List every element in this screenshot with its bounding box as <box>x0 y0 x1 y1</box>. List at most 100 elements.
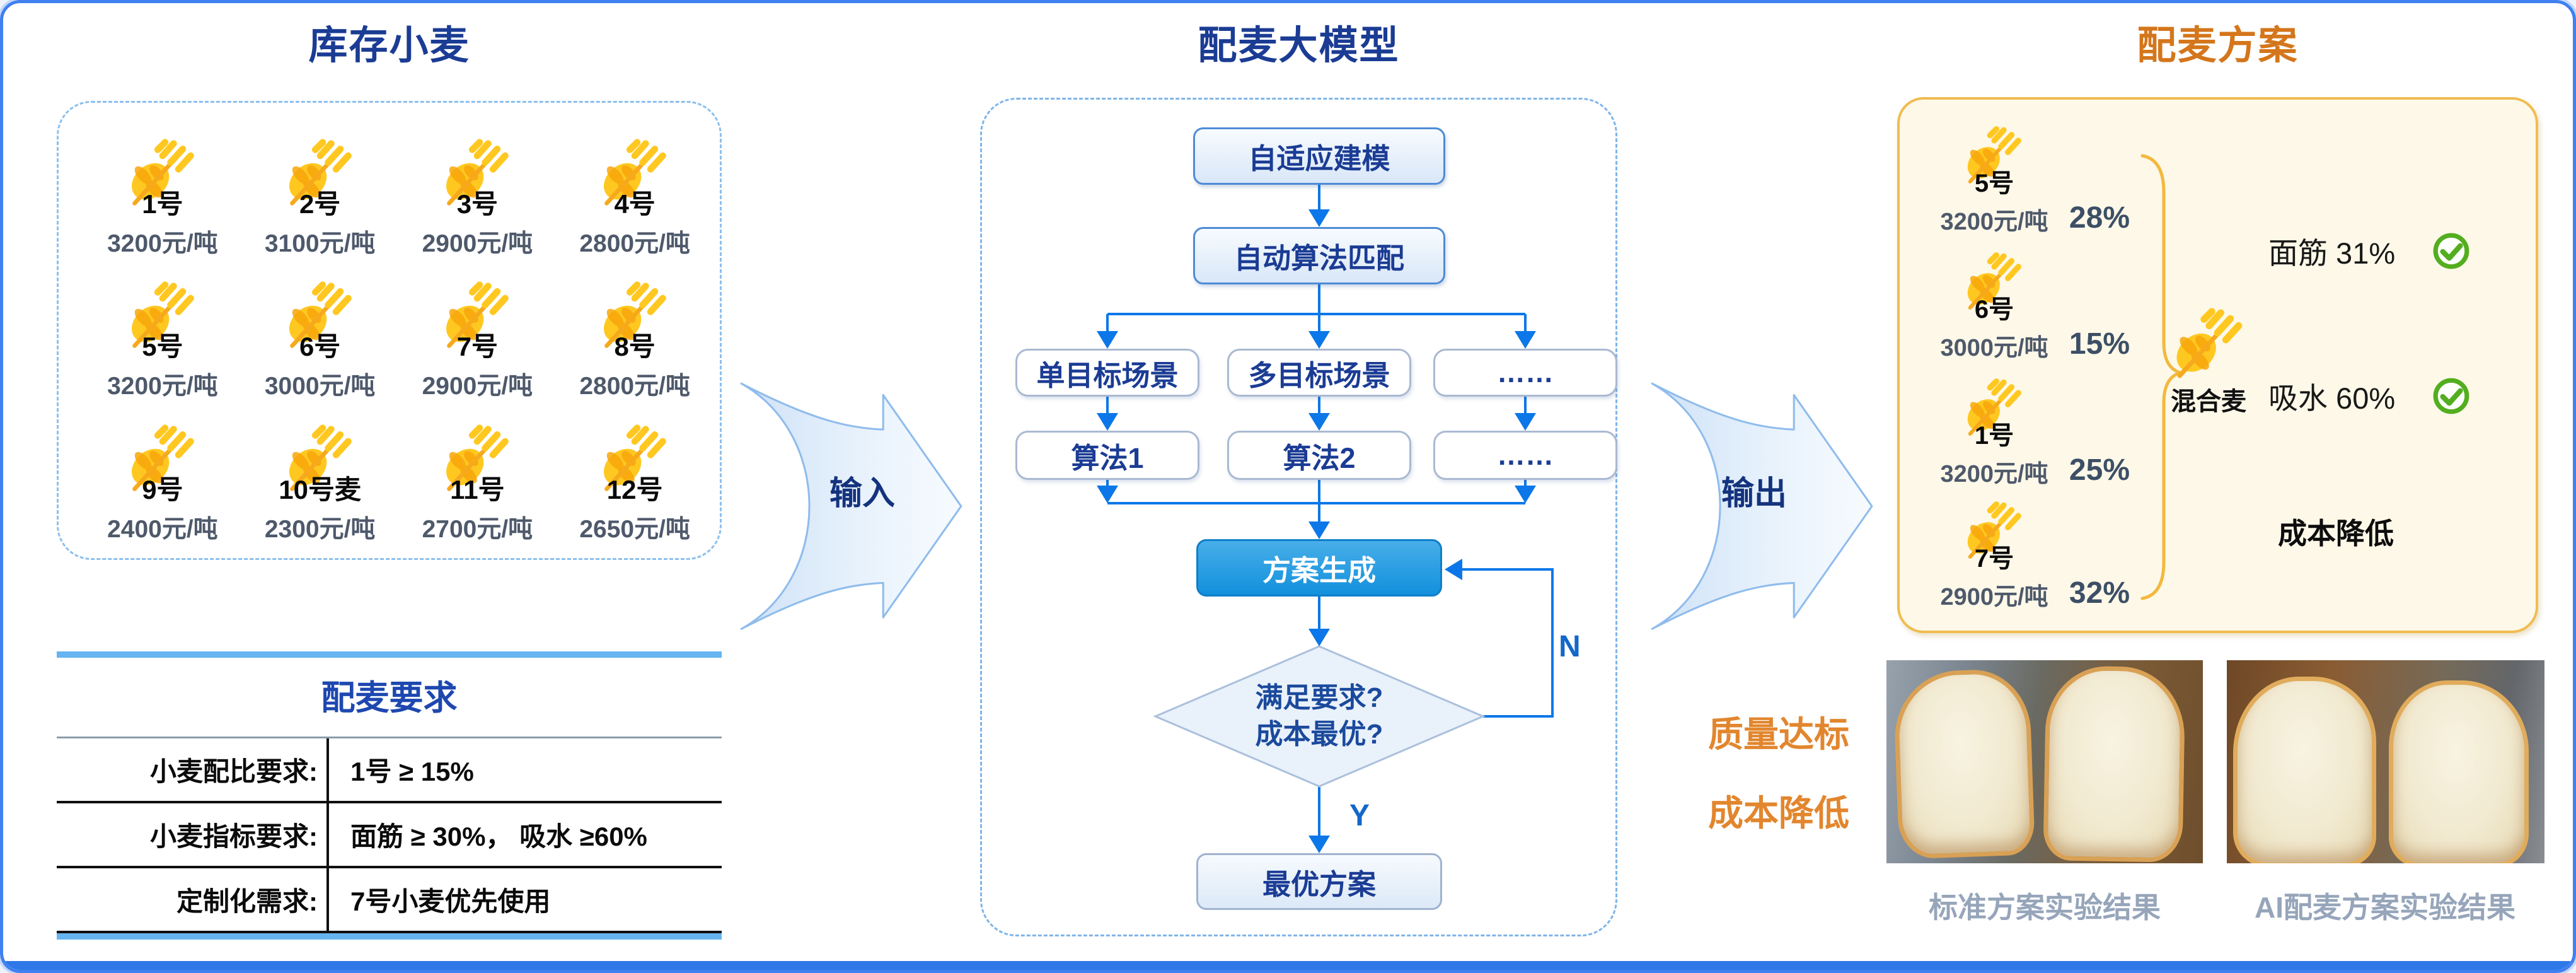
mix-percent: 25% <box>2069 453 2130 487</box>
mix-price: 3200元/吨 <box>1940 461 2048 487</box>
input-arrow: 输入 <box>736 378 966 631</box>
plan-panel: 5号 3200元/吨 28% 6号 3000元/吨 15% 1号 3200元/吨… <box>1897 97 2538 633</box>
wheat-price: 3100元/吨 <box>264 230 376 257</box>
branch-no-label: N <box>1559 630 1581 663</box>
node-adaptive-modeling: 自适应建模 <box>1193 127 1445 185</box>
bread-slice <box>2389 680 2529 863</box>
mix-item: 1号 3200元/吨 25% <box>1922 377 2130 489</box>
mix-price: 3200元/吨 <box>1940 209 2048 235</box>
wheat-price: 2300元/吨 <box>264 515 376 543</box>
node-scene-ellipsis: …… <box>1433 349 1617 397</box>
wheat-price: 2650元/吨 <box>579 515 690 543</box>
input-arrow-icon <box>740 382 962 630</box>
node-optimal-plan: 最优方案 <box>1196 853 1442 910</box>
node-plan-generation: 方案生成 <box>1196 539 1442 597</box>
cost-note: 成本降低 <box>2278 517 2394 550</box>
mixed-wheat-icon <box>2171 306 2248 383</box>
row-label: 小麦配比要求: <box>150 757 318 786</box>
requirements-title: 配麦要求 <box>57 658 722 738</box>
wheat-item: 2号 3100元/吨 <box>241 137 399 266</box>
wheat-item: 7号 2900元/吨 <box>399 280 557 409</box>
wheat-price: 2800元/吨 <box>579 230 690 257</box>
mix-name: 1号 <box>1974 422 2014 450</box>
model-panel: 自适应建模 自动算法匹配 单目标场景 多目标场景 …… 算法1 算法2 …… 方… <box>980 98 1617 936</box>
input-label: 输入 <box>829 475 895 512</box>
wheat-name: 11号 <box>450 474 505 504</box>
wheat-price: 2900元/吨 <box>422 373 533 400</box>
wheat-name: 7号 <box>456 332 499 362</box>
metric-label: 面筋 31% <box>2268 236 2396 270</box>
metric-absorption: 吸水 60% <box>2268 374 2471 417</box>
mix-name: 7号 <box>1974 545 2014 573</box>
requirements-table: 配麦要求 小麦配比要求: 1号 ≥ 15% 小麦指标要求: 面筋 ≥ 30%， … <box>57 651 722 943</box>
bread-photo-standard <box>1886 660 2203 863</box>
decision-line2: 成本最优? <box>1255 719 1383 750</box>
wheat-price: 2700元/吨 <box>422 515 533 543</box>
table-bottom-rule <box>57 933 722 940</box>
mix-name: 5号 <box>1974 170 2014 197</box>
inventory-title: 库存小麦 <box>308 24 470 67</box>
node-single-objective-scene: 单目标场景 <box>1015 349 1199 397</box>
wheat-name: 10号麦 <box>279 474 361 504</box>
highlight-cost: 成本降低 <box>1708 793 1849 833</box>
wheat-item: 10号麦 2300元/吨 <box>241 423 399 552</box>
wheat-name: 1号 <box>142 189 183 219</box>
bread-slice <box>2043 665 2186 863</box>
wheat-price: 2400元/吨 <box>107 515 218 543</box>
wheat-name: 6号 <box>299 332 341 362</box>
caption-ai: AI配麦方案实验结果 <box>2255 891 2515 924</box>
wheat-price: 3200元/吨 <box>107 373 218 400</box>
node-algorithm-2: 算法2 <box>1227 431 1411 480</box>
mixed-wheat-label: 混合麦 <box>2171 388 2246 416</box>
mix-name: 6号 <box>1974 296 2014 323</box>
node-algorithm-1: 算法1 <box>1015 431 1199 480</box>
row-label: 定制化需求: <box>176 887 318 916</box>
mix-percent: 15% <box>2069 327 2130 361</box>
bread-slice <box>2233 676 2376 863</box>
wheat-price: 3200元/吨 <box>107 230 218 257</box>
wheat-name: 5号 <box>142 332 183 362</box>
wheat-item: 9号 2400元/吨 <box>84 423 241 552</box>
wheat-item: 6号 3000元/吨 <box>241 280 399 409</box>
row-label: 小麦指标要求: <box>150 822 318 851</box>
table-top-rule <box>57 651 722 658</box>
wheat-name: 12号 <box>606 474 663 504</box>
wheat-name: 8号 <box>614 332 656 362</box>
wheat-item: 1号 3200元/吨 <box>84 137 241 266</box>
row-value: 1号 ≥ 15% <box>326 738 722 801</box>
mix-item: 7号 2900元/吨 32% <box>1922 500 2130 612</box>
bread-photo-ai <box>2227 660 2544 863</box>
flow-connectors <box>1097 185 1554 853</box>
bread-slice <box>1892 668 2036 860</box>
check-icon <box>2432 231 2471 271</box>
node-multi-objective-scene: 多目标场景 <box>1227 349 1411 397</box>
table-row: 小麦指标要求: 面筋 ≥ 30%， 吸水 ≥60% <box>57 803 722 868</box>
wheat-name: 9号 <box>142 474 183 504</box>
wheat-name: 2号 <box>299 189 341 219</box>
highlight-quality: 质量达标 <box>1708 714 1849 754</box>
model-title: 配麦大模型 <box>1198 24 1400 67</box>
table-row: 小麦配比要求: 1号 ≥ 15% <box>57 738 722 803</box>
metric-label: 吸水 60% <box>2268 382 2396 415</box>
wheat-name: 4号 <box>614 189 656 219</box>
wheat-item: 4号 2800元/吨 <box>556 137 713 266</box>
output-arrow-icon <box>1651 382 1873 630</box>
wheat-price: 3000元/吨 <box>264 373 376 400</box>
table-row: 定制化需求: 7号小麦优先使用 <box>57 868 722 933</box>
wheat-price: 2800元/吨 <box>579 373 690 400</box>
wheat-item: 8号 2800元/吨 <box>556 280 713 409</box>
check-icon <box>2432 376 2471 416</box>
metric-gluten: 面筋 31% <box>2268 229 2471 272</box>
wheat-name: 3号 <box>456 189 499 219</box>
mix-percent: 28% <box>2069 201 2130 235</box>
decision-line1: 满足要求? <box>1255 682 1383 713</box>
bottom-bar <box>3 961 2573 970</box>
output-label: 输出 <box>1721 475 1787 512</box>
mix-item: 6号 3000元/吨 15% <box>1922 251 2130 363</box>
branch-yes-label: Y <box>1349 799 1370 832</box>
mix-price: 2900元/吨 <box>1940 584 2048 610</box>
